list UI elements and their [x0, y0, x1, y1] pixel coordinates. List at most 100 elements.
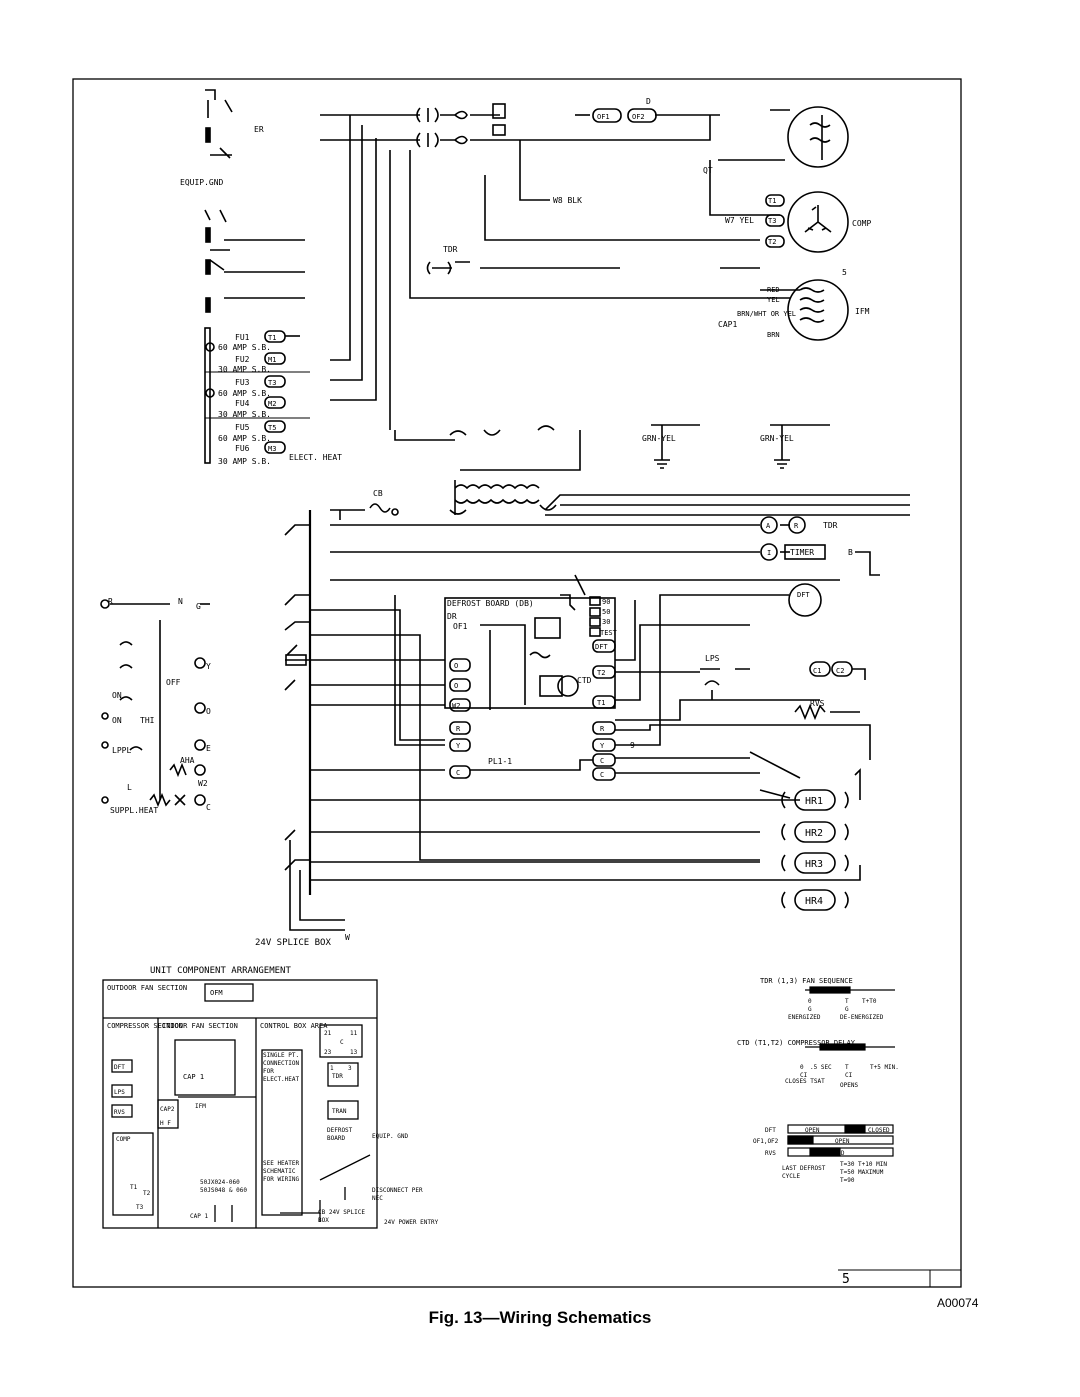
left-term-w2: W2 — [452, 702, 460, 710]
term-c2: C — [600, 771, 604, 779]
tstat-aha: AHA — [180, 756, 195, 765]
arr-ifm: IFM — [195, 1103, 206, 1110]
fuse-2: FU2 — [235, 355, 250, 364]
tstat-r: R — [108, 597, 113, 606]
left-term-y: Y — [456, 742, 461, 750]
figure-caption: Fig. 13—Wiring Schematics — [428, 1308, 652, 1327]
arr-t1: T1 — [130, 1184, 138, 1191]
time-3: T=90 — [840, 1177, 855, 1184]
term-r: R — [600, 725, 605, 733]
ctd-opens: OPENS — [840, 1082, 858, 1089]
dft-open: OPEN — [805, 1127, 820, 1134]
left-term-o2: O — [454, 682, 458, 690]
arr-equip-gnd: EQUIP. GND — [372, 1133, 409, 1140]
arr-cap2: CAP2 — [160, 1106, 175, 1113]
compressor-section-label: COMPRESSOR SECTION — [107, 1022, 183, 1030]
defrost-row-of: OF1,OF2 — [753, 1138, 779, 1145]
tstat-c: C — [206, 803, 211, 812]
heater-hr4: HR4 — [805, 896, 823, 907]
heater-hr3: HR3 — [805, 859, 823, 870]
arr-cb-splice: CB 24V SPLICE BOX — [318, 1209, 365, 1224]
tstat-suppl-heat: SUPPL.HEAT — [110, 806, 158, 815]
qt-label: QT — [703, 166, 713, 175]
ctd-delay-title: CTD (T1,T2) COMPRESSOR DELAY — [737, 1039, 856, 1047]
dft-label: DFT — [797, 591, 810, 599]
grn-yel-2: GRN-YEL — [760, 434, 794, 443]
tdr-de-energized: DE-ENERGIZED — [840, 1014, 884, 1021]
ctd-mark-t: T — [845, 1064, 849, 1071]
arr-lps: LPS — [114, 1089, 125, 1096]
ctd-closes: CLOSES TSAT — [785, 1078, 825, 1085]
ifm-lead-yel: YEL — [767, 296, 780, 304]
comp-t3: T3 — [768, 217, 776, 225]
fuse-5-term: T5 — [268, 424, 276, 432]
tdr-mark-t: T — [845, 998, 849, 1005]
tstat-l: L — [127, 783, 132, 792]
comp-t1: T1 — [768, 197, 776, 205]
term-t1: T1 — [597, 699, 605, 707]
cap-label: CAP1 — [718, 320, 737, 329]
fuse-1-term: T1 — [268, 334, 276, 342]
timer-label: TIMER — [790, 548, 814, 557]
fuse-6: FU6 — [235, 444, 250, 453]
tdr-energized: ENERGIZED — [788, 1014, 821, 1021]
arr-disconnect: DISCONNECT PER NEC — [372, 1187, 423, 1202]
arr-power-entry: 24V POWER ENTRY — [384, 1219, 439, 1226]
er-label: ER — [254, 125, 264, 134]
ifm-lead-brn: BRN — [767, 331, 780, 339]
left-term-r: R — [456, 725, 461, 733]
ifm-label: IFM — [855, 307, 870, 316]
fuse-1: FU1 — [235, 333, 250, 342]
figure-code: A00074 — [937, 1296, 979, 1310]
pin-50: 50 — [602, 608, 610, 616]
fuse-4: FU4 — [235, 399, 250, 408]
fuse-4-term: M2 — [268, 400, 276, 408]
grn-yel-1: GRN-YEL — [642, 434, 676, 443]
fuse-3-rating: 60 AMP S.B. — [218, 389, 271, 398]
ctd-mark-ci1: CI — [800, 1072, 808, 1079]
ctd-13: 13 — [350, 1049, 358, 1056]
term-c1: C — [600, 757, 604, 765]
arr-cap1: CAP 1 — [183, 1073, 204, 1081]
tdr-mark-tt0: T+T0 — [862, 998, 877, 1005]
fuse-6-rating: 30 AMP S.B. — [218, 457, 271, 466]
heater-hr2: HR2 — [805, 828, 823, 839]
defrost-board-label: DEFROST BOARD (DB) — [447, 599, 534, 608]
tstat-w2: W2 — [198, 779, 208, 788]
tdr-1: 1 — [330, 1065, 334, 1072]
arrangement-title: UNIT COMPONENT ARRANGEMENT — [150, 966, 291, 976]
tstat-e: E — [206, 744, 211, 753]
term-t2: T2 — [597, 669, 605, 677]
tstat-n: N — [178, 597, 183, 606]
schematic-frame — [72, 78, 962, 1288]
i-label: I — [767, 549, 771, 557]
nine-label: 9 — [630, 741, 635, 750]
fuse-5-rating: 60 AMP S.B. — [218, 434, 271, 443]
tstat-o: O — [206, 707, 211, 716]
tstat-on1: ON — [112, 691, 122, 700]
fuse-6-term: M3 — [268, 445, 276, 453]
tstat-g: G — [196, 602, 201, 611]
ifm-lead-red: RED — [767, 286, 780, 294]
equip-gnd-label: EQUIP.GND — [180, 178, 224, 187]
arr-models: 50JX024-060 50JS048 & 060 — [200, 1179, 247, 1194]
tstat-on2: ON — [112, 716, 122, 725]
ctd-mark-0: 0 — [800, 1064, 804, 1071]
tstat-off: OFF — [166, 678, 181, 687]
d-label: D — [646, 97, 651, 106]
arr-cap-bottom: CAP 1 — [190, 1213, 208, 1220]
arr-tdr: TDR — [332, 1073, 343, 1080]
arr-hf: H F — [160, 1120, 171, 1127]
ctd-mark-t5: T+5 MIN. — [870, 1064, 899, 1071]
arr-defrost-board: DEFROST BOARD — [327, 1127, 353, 1142]
arr-dft: DFT — [114, 1064, 125, 1071]
c1-label: C1 — [813, 667, 821, 675]
ctd-label: CTD — [577, 676, 592, 685]
ctd-c: C — [340, 1039, 344, 1046]
arr-single-pt: SINGLE PT. CONNECTION FOR ELECT.HEAT — [263, 1052, 300, 1083]
fuse-5: FU5 — [235, 423, 250, 432]
time-2: T=50 MAXIMUM — [840, 1169, 884, 1176]
time-1: T=30 T+10 MIN — [840, 1161, 887, 1168]
w7-label: W7 YEL — [725, 216, 754, 225]
